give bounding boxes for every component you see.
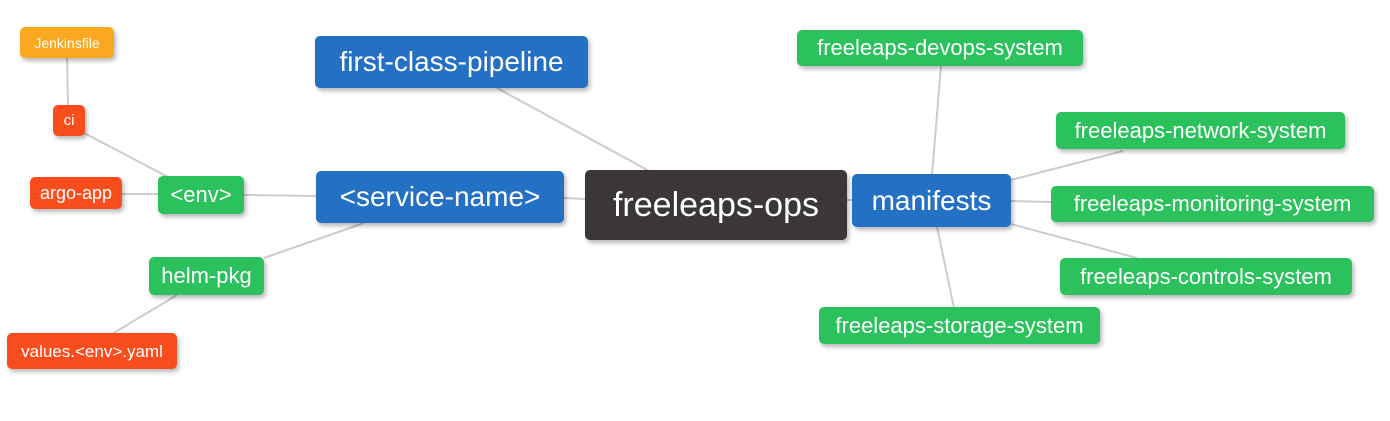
node-manifests[interactable]: manifests: [852, 174, 1011, 227]
edge-manifests-devops: [931, 65, 942, 176]
edge-env-service-name: [243, 194, 317, 197]
node-freeleaps-controls-system[interactable]: freeleaps-controls-system: [1060, 258, 1352, 295]
node-freeleaps-monitoring-system[interactable]: freeleaps-monitoring-system: [1051, 186, 1374, 222]
edge-values-helm-pkg: [111, 294, 178, 335]
node-freeleaps-devops-system[interactable]: freeleaps-devops-system: [797, 30, 1083, 66]
node-freeleaps-network-system[interactable]: freeleaps-network-system: [1056, 112, 1345, 149]
node-first-class-pipeline[interactable]: first-class-pipeline: [315, 36, 588, 88]
edge-manifests-storage: [936, 226, 955, 309]
edge-manifests-monitoring: [1010, 200, 1052, 203]
node-freeleaps-ops[interactable]: freeleaps-ops: [585, 170, 847, 240]
node-argo-app[interactable]: argo-app: [30, 177, 122, 209]
node-values-env-yaml[interactable]: values.<env>.yaml: [7, 333, 177, 369]
node-env[interactable]: <env>: [158, 176, 244, 214]
node-ci[interactable]: ci: [53, 105, 85, 136]
node-jenkinsfile[interactable]: Jenkinsfile: [20, 27, 114, 58]
edge-manifests-controls: [1010, 223, 1138, 259]
node-service-name[interactable]: <service-name>: [316, 171, 564, 223]
edge-manifests-network: [1010, 150, 1124, 181]
edge-helm-pkg-service-name: [263, 222, 365, 259]
node-helm-pkg[interactable]: helm-pkg: [149, 257, 264, 295]
edge-service-name-ops: [563, 197, 587, 200]
edge-ci-env: [83, 132, 169, 178]
edge-jenkinsfile-ci: [66, 57, 69, 106]
edge-pipeline-ops: [496, 87, 652, 173]
node-freeleaps-storage-system[interactable]: freeleaps-storage-system: [819, 307, 1100, 344]
